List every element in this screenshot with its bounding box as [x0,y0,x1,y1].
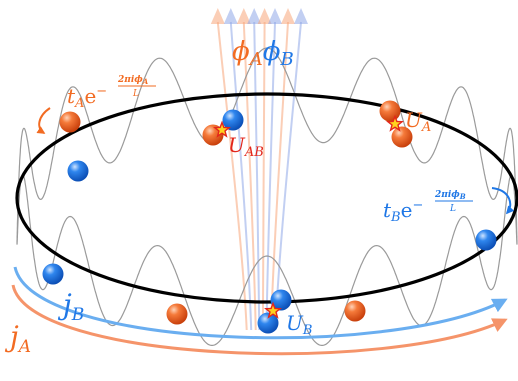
particle-B [270,289,292,311]
lattice-potential [16,47,518,346]
flux-tube [210,8,308,331]
hop-A-exp-num: 2πiϕA [117,75,149,86]
current-arrow-B [13,266,508,340]
flux-arrowhead [281,8,295,24]
particle-A [166,303,188,325]
particle-A [344,300,366,322]
flux-arrowhead [294,8,308,24]
current-arrow-A [11,284,508,356]
hop-A-exp-den: L [132,89,139,99]
flux-line [242,21,257,331]
particle-B [257,312,279,334]
flux-arrowhead [247,8,262,24]
U-AB-label: UAB [228,133,264,160]
particle-A [59,111,81,133]
flux-arrowhead [257,8,272,24]
flux-arrowhead [210,8,225,24]
hop-B-exp-den: L [449,204,456,214]
hop-arrow-B [491,187,515,215]
particle-B [67,160,89,182]
flux-line [253,21,261,331]
U-A-label: UA [405,108,431,135]
j-A-label: jA [4,320,31,357]
ring-lattice [15,92,518,304]
hop-B-label: tBe− [383,198,423,225]
particle-B [222,109,244,131]
flux-arrowhead [223,8,238,24]
particle-B [475,229,497,251]
particle-B [42,263,64,285]
interaction-star-icon [386,114,404,132]
flux-line [229,21,253,331]
flux-line [261,21,266,331]
hop-B-exp-num: 2πiϕB [434,190,466,201]
flux-arrowhead [268,8,282,24]
U-B-label: UB [286,311,312,338]
interaction-star-icon [264,301,282,319]
hop-A-label: tAe− [67,84,107,111]
flux-line [216,21,248,331]
flux-arrowhead [236,8,251,24]
particle-A [391,126,413,148]
flux-label: ϕAϕB [232,37,294,70]
hop-arrow-A [36,107,51,134]
interaction-star-icon [213,120,231,138]
flux-line [265,21,276,331]
particle-A [379,100,401,122]
